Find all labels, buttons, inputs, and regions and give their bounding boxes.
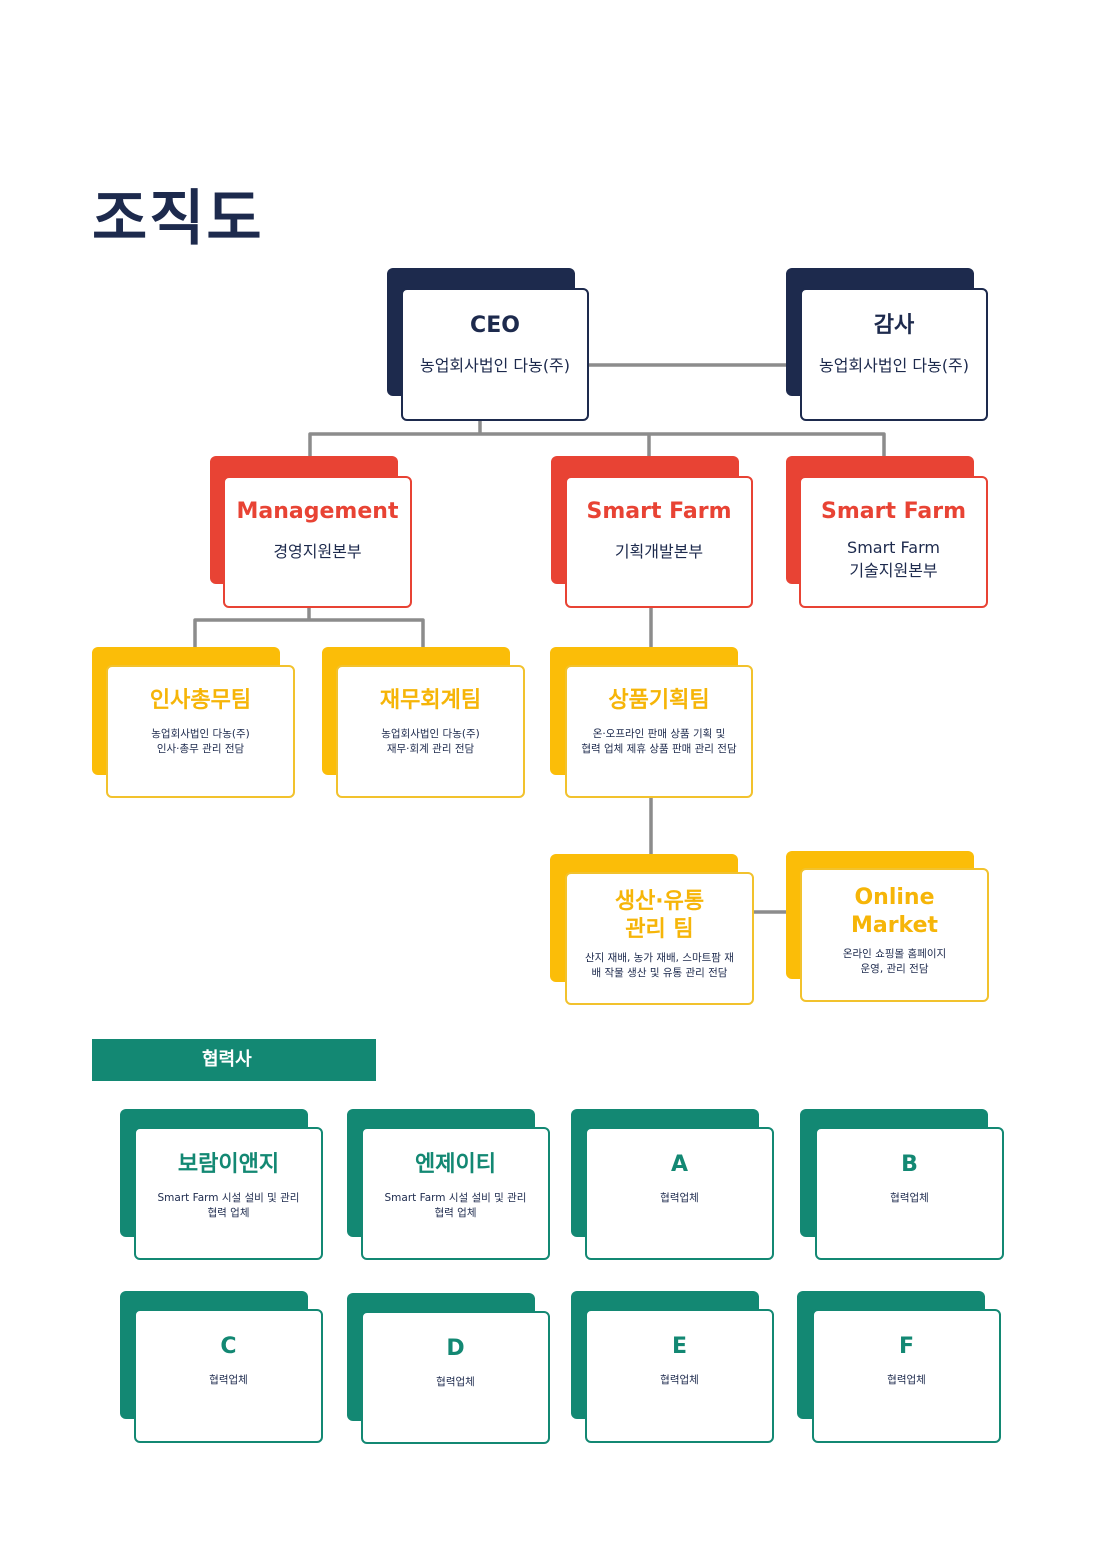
node-product-title: 상품기획팀 bbox=[608, 688, 710, 713]
connector-division-bus bbox=[308, 432, 886, 474]
partner-sub: 협력업체 bbox=[209, 1373, 248, 1386]
partner-sub: Smart Farm 시설 설비 및 관리 협력 업체 bbox=[384, 1191, 527, 1219]
node-production-sub: 산지 재배, 농가 재배, 스마트팜 재 배 작물 생산 및 유통 관리 전담 bbox=[585, 952, 734, 980]
partner-title: B bbox=[901, 1152, 918, 1177]
node-hr-title: 인사총무팀 bbox=[149, 688, 252, 713]
partner-sub: 협력업체 bbox=[436, 1375, 475, 1388]
node-smartfarm-dev-title: Smart Farm bbox=[586, 499, 732, 524]
partner-title: E bbox=[671, 1334, 688, 1359]
partner-sub: 협력업체 bbox=[660, 1373, 699, 1386]
partner-title: C bbox=[220, 1334, 237, 1359]
partner-title: 엔제이티 bbox=[415, 1152, 496, 1177]
node-hr-sub: 농업회사법인 다농(주) 인사·총무 관리 전담 bbox=[151, 727, 250, 755]
node-finance-title: 재무회계팀 bbox=[379, 688, 482, 713]
node-audit-sub: 농업회사법인 다농(주) bbox=[818, 355, 970, 375]
node-smartfarm-tech-title: Smart Farm bbox=[821, 499, 966, 524]
partner-sub: 협력업체 bbox=[890, 1191, 929, 1204]
node-smartfarm-tech-sub: Smart Farm 기술지원본부 bbox=[847, 537, 940, 580]
node-management-title: Management bbox=[236, 499, 399, 524]
partner-title: A bbox=[670, 1152, 689, 1177]
connector-team-bus bbox=[193, 618, 425, 664]
node-production-title: 생산·유통 관리 팀 bbox=[614, 889, 705, 942]
partners-header: 협력사 bbox=[92, 1039, 376, 1081]
partner-title: F bbox=[898, 1334, 915, 1359]
node-product-sub: 온·오프라인 판매 상품 기획 및 협력 업체 제휴 상품 판매 관리 전담 bbox=[581, 727, 737, 755]
partner-sub: 협력업체 bbox=[660, 1191, 699, 1204]
node-audit-title: 감사 bbox=[873, 313, 915, 338]
node-online-title: Online Market bbox=[850, 885, 939, 938]
node-management-sub: 경영지원본부 bbox=[273, 541, 362, 561]
partner-sub: Smart Farm 시설 설비 및 관리 협력 업체 bbox=[157, 1191, 300, 1219]
node-ceo-title: CEO bbox=[470, 313, 520, 338]
partner-sub: 협력업체 bbox=[887, 1373, 926, 1386]
partner-title: 보람이앤지 bbox=[177, 1152, 280, 1177]
partner-title: D bbox=[446, 1336, 465, 1361]
node-online-sub: 온라인 쇼핑몰 홈페이지 운영, 관리 전담 bbox=[842, 948, 947, 976]
node-finance-sub: 농업회사법인 다농(주) 재무·회계 관리 전담 bbox=[381, 727, 480, 755]
node-smartfarm-dev-sub: 기획개발본부 bbox=[614, 541, 704, 561]
node-ceo-sub: 농업회사법인 다농(주) bbox=[419, 355, 571, 375]
page-title: 조직도 bbox=[92, 184, 264, 254]
